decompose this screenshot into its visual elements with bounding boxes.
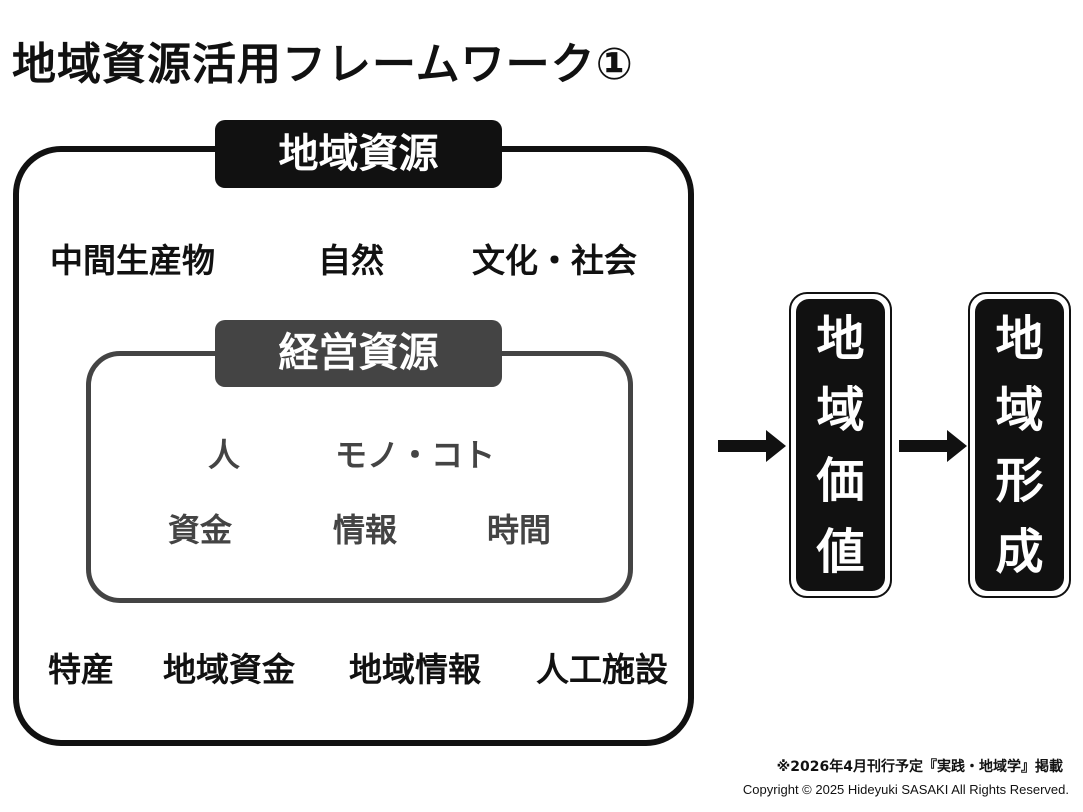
regional-formation-char: 地	[995, 310, 1044, 367]
publication-note: ※2026年4月刊行予定『実践・地域学』掲載	[776, 759, 1063, 775]
arrow-right-icon	[899, 430, 967, 462]
arrow-right-icon	[718, 430, 786, 462]
regional-value-char: 域	[816, 381, 865, 438]
regional-value-box: 地 域 価 値	[789, 292, 892, 598]
regional-formation-char: 域	[995, 381, 1044, 438]
management-people: 人	[208, 436, 241, 474]
management-time: 時間	[487, 511, 552, 549]
resource-artificial-facilities: 人工施設	[536, 650, 668, 689]
copyright-text: Copyright © 2025 Hideyuki SASAKI All Rig…	[742, 782, 1069, 797]
management-resources-label: 経営資源	[215, 320, 502, 387]
resource-regional-information: 地域情報	[349, 650, 481, 689]
page-title: 地域資源活用フレームワーク①	[12, 39, 634, 90]
management-things: モノ・コト	[335, 436, 496, 474]
regional-value-char: 値	[816, 523, 865, 580]
management-information: 情報	[333, 511, 398, 549]
resource-regional-funds: 地域資金	[163, 650, 295, 689]
resource-specialty-products: 特産	[48, 650, 114, 689]
management-resources-frame	[86, 351, 633, 603]
resource-intermediate-products: 中間生産物	[50, 241, 215, 280]
regional-value-char: 地	[816, 310, 865, 367]
regional-formation-char: 形	[995, 452, 1044, 509]
regional-value-char: 価	[816, 452, 865, 509]
resource-culture-society: 文化・社会	[472, 241, 637, 280]
regional-formation-box: 地 域 形 成	[968, 292, 1071, 598]
management-funds: 資金	[168, 511, 233, 549]
regional-resources-label: 地域資源	[215, 120, 502, 188]
resource-nature: 自然	[318, 241, 384, 280]
regional-formation-char: 成	[995, 523, 1044, 580]
